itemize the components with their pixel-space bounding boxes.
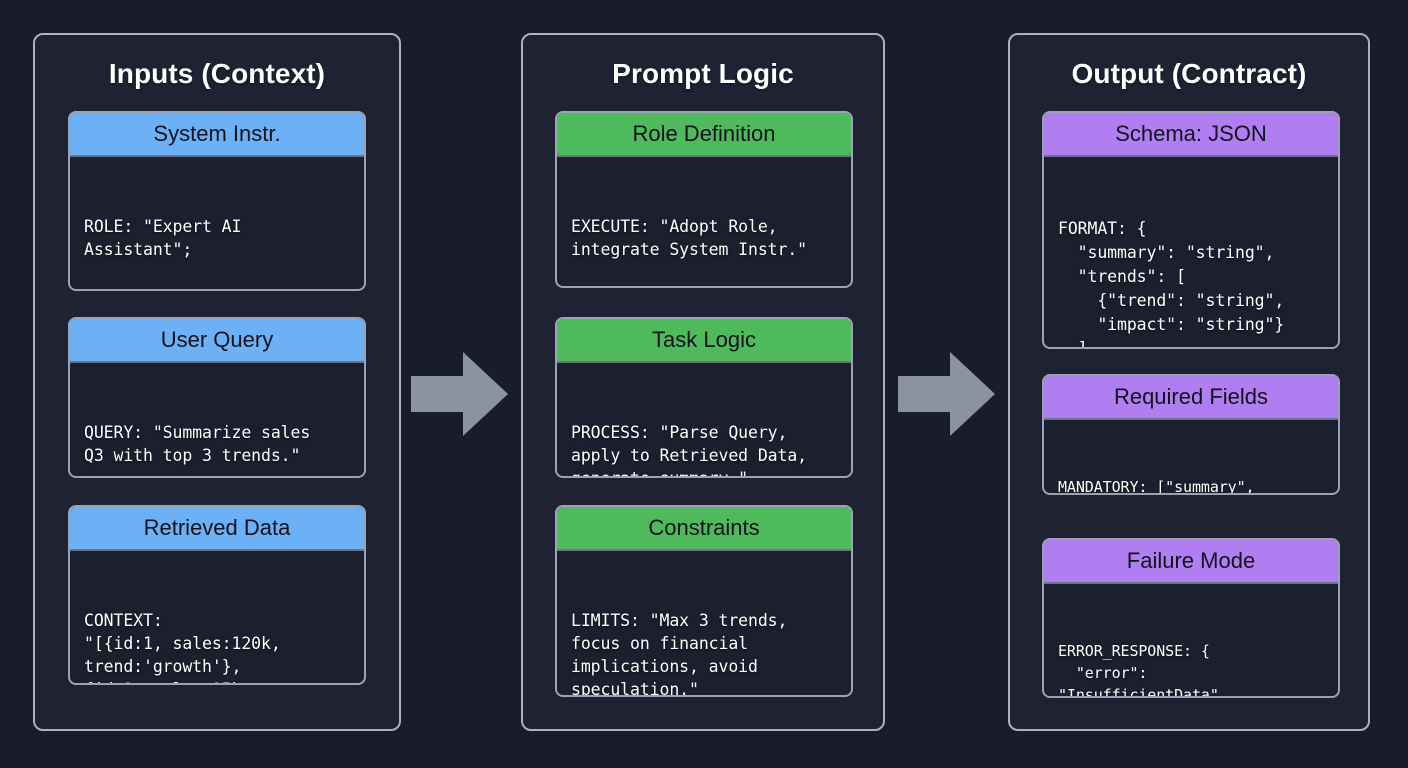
panel-title-prompt-logic: Prompt Logic	[612, 58, 794, 89]
card-body-constraints: LIMITS: "Max 3 trends, focus on financia…	[557, 551, 851, 697]
card-task-logic[interactable]: Task Logic PROCESS: "Parse Query, apply …	[555, 317, 853, 478]
card-line-format: FORMAT: { "summary": "string", "trends":…	[1058, 219, 1285, 349]
card-header-task-logic: Task Logic	[557, 319, 851, 363]
card-line-mandatory: MANDATORY: ["summary", "trends", "trends…	[1058, 478, 1255, 495]
card-line-role: ROLE: "Expert AI Assistant";	[84, 217, 242, 259]
card-line-error-response: ERROR_RESPONSE: { "error": "Insufficient…	[1058, 642, 1228, 698]
card-line-execute: EXECUTE: "Adopt Role, integrate System I…	[571, 217, 808, 259]
card-constraints[interactable]: Constraints LIMITS: "Max 3 trends, focus…	[555, 505, 853, 697]
card-header-schema-json: Schema: JSON	[1044, 113, 1338, 157]
card-user-query[interactable]: User Query QUERY: "Summarize sales Q3 wi…	[68, 317, 366, 478]
card-header-user-query: User Query	[70, 319, 364, 363]
card-body-failure-mode: ERROR_RESPONSE: { "error": "Insufficient…	[1044, 584, 1338, 698]
card-line-context: CONTEXT: "[{id:1, sales:120k, trend:'gro…	[84, 611, 281, 683]
card-header-role-definition: Role Definition	[557, 113, 851, 157]
card-line-query: QUERY: "Summarize sales Q3 with top 3 tr…	[84, 423, 311, 465]
panel-title-inputs: Inputs (Context)	[108, 58, 326, 89]
card-header-failure-mode: Failure Mode	[1044, 540, 1338, 584]
card-retrieved-data[interactable]: Retrieved Data CONTEXT: "[{id:1, sales:1…	[68, 505, 366, 685]
card-system-instructions[interactable]: System Instr. ROLE: "Expert AI Assistant…	[68, 111, 366, 291]
card-body-retrieved-data: CONTEXT: "[{id:1, sales:120k, trend:'gro…	[70, 551, 364, 683]
card-header-system-instructions: System Instr.	[70, 113, 364, 157]
card-failure-mode[interactable]: Failure Mode ERROR_RESPONSE: { "error": …	[1042, 538, 1340, 698]
card-body-task-logic: PROCESS: "Parse Query, apply to Retrieve…	[557, 363, 851, 476]
card-body-required-fields: MANDATORY: ["summary", "trends", "trends…	[1044, 420, 1338, 495]
card-line-limits: LIMITS: "Max 3 trends, focus on financia…	[571, 611, 788, 697]
card-role-definition[interactable]: Role Definition EXECUTE: "Adopt Role, in…	[555, 111, 853, 288]
card-body-system-instructions: ROLE: "Expert AI Assistant"; GOAL: "Anal…	[70, 157, 364, 289]
card-body-role-definition: EXECUTE: "Adopt Role, integrate System I…	[557, 157, 851, 286]
card-body-user-query: QUERY: "Summarize sales Q3 with top 3 tr…	[70, 363, 364, 476]
arrow-right-icon-logic-to-output	[898, 350, 996, 438]
card-schema-json[interactable]: Schema: JSON FORMAT: { "summary": "strin…	[1042, 111, 1340, 349]
card-line-process: PROCESS: "Parse Query, apply to Retrieve…	[571, 423, 808, 476]
arrow-right-icon-inputs-to-logic	[411, 350, 509, 438]
card-required-fields[interactable]: Required Fields MANDATORY: ["summary", "…	[1042, 374, 1340, 495]
card-header-required-fields: Required Fields	[1044, 376, 1338, 420]
card-header-retrieved-data: Retrieved Data	[70, 507, 364, 551]
card-header-constraints: Constraints	[557, 507, 851, 551]
panel-title-output: Output (Contract)	[1071, 58, 1307, 89]
card-body-schema-json: FORMAT: { "summary": "string", "trends":…	[1044, 157, 1338, 349]
